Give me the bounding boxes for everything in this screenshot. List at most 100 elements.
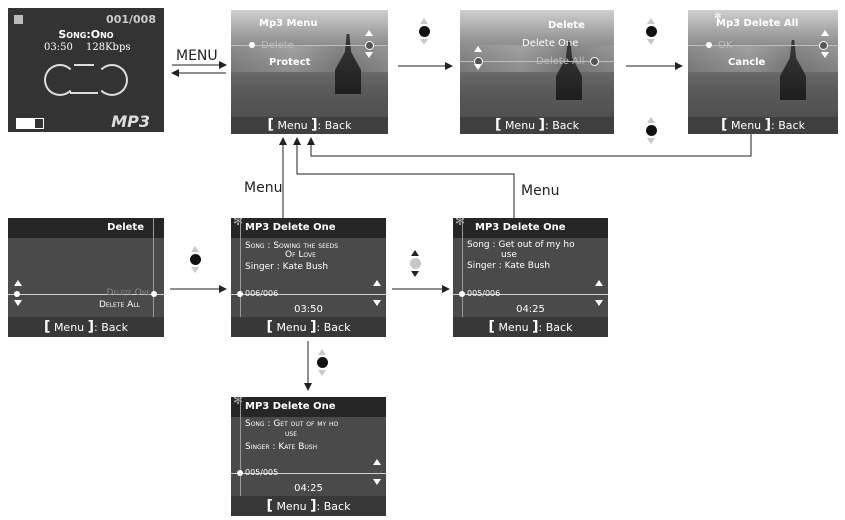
selection-dot-left bbox=[249, 42, 255, 48]
delete-list-screen: Delete Delete One Delete All [ Menu ]: B… bbox=[8, 218, 164, 337]
song-title: Song:Ono bbox=[58, 28, 114, 41]
track-time: 04:25 bbox=[516, 304, 545, 315]
delete-all-title: Mp3 Delete All bbox=[716, 18, 799, 29]
scroll-arrows bbox=[595, 280, 603, 318]
stupa-image bbox=[780, 40, 806, 100]
back-bar[interactable]: [ Menu ]: Back bbox=[231, 496, 386, 516]
selection-line bbox=[460, 61, 614, 62]
track-counter: 001/008 bbox=[106, 13, 156, 26]
track-counter: 005/006 bbox=[467, 289, 501, 298]
song-line-2: use bbox=[285, 429, 297, 439]
back-bar[interactable]: [ Menu ]: Back bbox=[460, 117, 614, 134]
menu-label-b: Menu bbox=[521, 183, 560, 199]
scroll-arrows bbox=[373, 280, 381, 318]
frame-line bbox=[462, 218, 463, 320]
format-label: MP3 bbox=[111, 112, 150, 131]
menu-item-protect[interactable]: Protect bbox=[269, 57, 311, 68]
delete-one-title: MP3 Delete One bbox=[245, 401, 336, 412]
song-line-2: Of Love bbox=[285, 250, 316, 260]
back-bar[interactable]: [ Menu ]: Back bbox=[8, 317, 164, 337]
delete-one-title: MP3 Delete One bbox=[475, 222, 566, 233]
menu-return-arrow-b bbox=[293, 137, 515, 218]
stupa-image bbox=[335, 34, 361, 94]
track-time: 04:25 bbox=[294, 483, 323, 494]
frame-line bbox=[240, 397, 241, 499]
delete-list-title: Delete bbox=[107, 222, 144, 233]
progress-dot-left bbox=[459, 291, 465, 297]
joystick-down-hint-6 bbox=[316, 349, 328, 385]
menu-item-delete-one[interactable]: Delete One bbox=[522, 38, 579, 49]
mp3-menu-title: Mp3 Menu bbox=[259, 18, 318, 29]
sparkle-icon: ✻ bbox=[233, 397, 244, 407]
menu-item-delete-all[interactable]: Delete All bbox=[536, 56, 585, 67]
frame-line bbox=[240, 218, 241, 320]
title-bar bbox=[231, 397, 386, 417]
delete-one-screen-2: ✻ MP3 Delete One Song : Get out of my ho… bbox=[453, 218, 608, 337]
return-from-delete-all bbox=[307, 133, 752, 157]
option-cancel[interactable]: Cancle bbox=[728, 57, 766, 68]
track-counter: 005/005 bbox=[245, 468, 279, 477]
progress-dot-left bbox=[237, 291, 243, 297]
delete-menu-title: Delete bbox=[548, 20, 585, 31]
selection-line bbox=[688, 45, 838, 46]
bitrate: 128Kbps bbox=[86, 42, 131, 53]
back-bar[interactable]: [ Menu ]: Back bbox=[231, 317, 386, 337]
selection-dot-right bbox=[365, 41, 374, 50]
track-time: 03:50 bbox=[294, 304, 323, 315]
joystick-center-hint-3 bbox=[645, 117, 657, 153]
scroll-arrows bbox=[373, 459, 381, 497]
delete-one-item[interactable]: Delete One bbox=[106, 288, 150, 298]
selection-dot-left bbox=[706, 42, 712, 48]
joystick-updown-hint-5 bbox=[409, 250, 421, 286]
progress-line bbox=[231, 473, 386, 474]
tape-top-line bbox=[74, 64, 94, 66]
song-line-2: use bbox=[501, 250, 517, 260]
sparkle-icon: ✻ bbox=[455, 218, 466, 228]
selection-dot-right bbox=[151, 291, 157, 297]
stop-icon bbox=[14, 15, 23, 24]
menu-item-delete[interactable]: Delete bbox=[261, 40, 294, 51]
title-bar bbox=[453, 218, 608, 238]
play-time: 03:50 bbox=[44, 42, 73, 53]
song-line-1: Song : Get out of my ho bbox=[467, 240, 575, 250]
back-bar[interactable]: [ Menu ]: Back bbox=[453, 317, 608, 337]
scroll-arrows bbox=[821, 30, 829, 68]
selection-dot-right bbox=[590, 57, 599, 66]
option-ok[interactable]: OK bbox=[718, 40, 733, 51]
progress-dot-left bbox=[237, 470, 243, 476]
tape-line bbox=[70, 92, 98, 94]
title-bar bbox=[231, 218, 386, 238]
sparkle-icon: ✻ bbox=[233, 218, 244, 228]
song-line-1: Song : Sowing the seeds bbox=[245, 241, 339, 251]
joystick-down-hint-2 bbox=[645, 18, 657, 54]
progress-line bbox=[453, 294, 608, 295]
joystick-down-hint-1 bbox=[418, 18, 430, 54]
delete-all-screen: ✻ Mp3 Delete All OK Cancle [ Menu ]: Bac… bbox=[688, 10, 838, 134]
scroll-arrows bbox=[365, 30, 373, 68]
progress-line bbox=[231, 294, 386, 295]
selection-dot-left bbox=[14, 291, 20, 297]
singer-line: Singer : Kate Bush bbox=[245, 262, 329, 272]
selection-line bbox=[8, 294, 164, 295]
singer-line: Singer : Kate Bush bbox=[245, 442, 318, 452]
delete-menu-screen: Delete Delete One Delete All [ Menu ]: B… bbox=[460, 10, 614, 134]
reel-left-icon bbox=[44, 64, 76, 96]
scroll-arrows bbox=[474, 46, 482, 84]
joystick-down-hint-4 bbox=[189, 246, 201, 282]
title-bar bbox=[8, 218, 164, 238]
selection-dot-right bbox=[819, 41, 828, 50]
back-bar[interactable]: [ Menu ]: Back bbox=[231, 117, 388, 134]
delete-one-title: MP3 Delete One bbox=[245, 222, 336, 233]
battery-icon bbox=[16, 118, 44, 129]
stupa-image bbox=[556, 40, 582, 100]
back-bar[interactable]: [ Menu ]: Back bbox=[688, 117, 838, 134]
menu-label-a: Menu bbox=[244, 180, 283, 196]
selection-line bbox=[231, 45, 388, 46]
song-line-1: Song : Get out of my ho bbox=[245, 419, 339, 429]
delete-all-item[interactable]: Delete All bbox=[98, 300, 140, 310]
track-counter: 006/006 bbox=[245, 289, 279, 298]
sparkle-icon: ✻ bbox=[714, 12, 722, 22]
frame-line bbox=[153, 218, 154, 320]
delete-one-screen-1: ✻ MP3 Delete One Song : Sowing the seeds… bbox=[231, 218, 386, 337]
